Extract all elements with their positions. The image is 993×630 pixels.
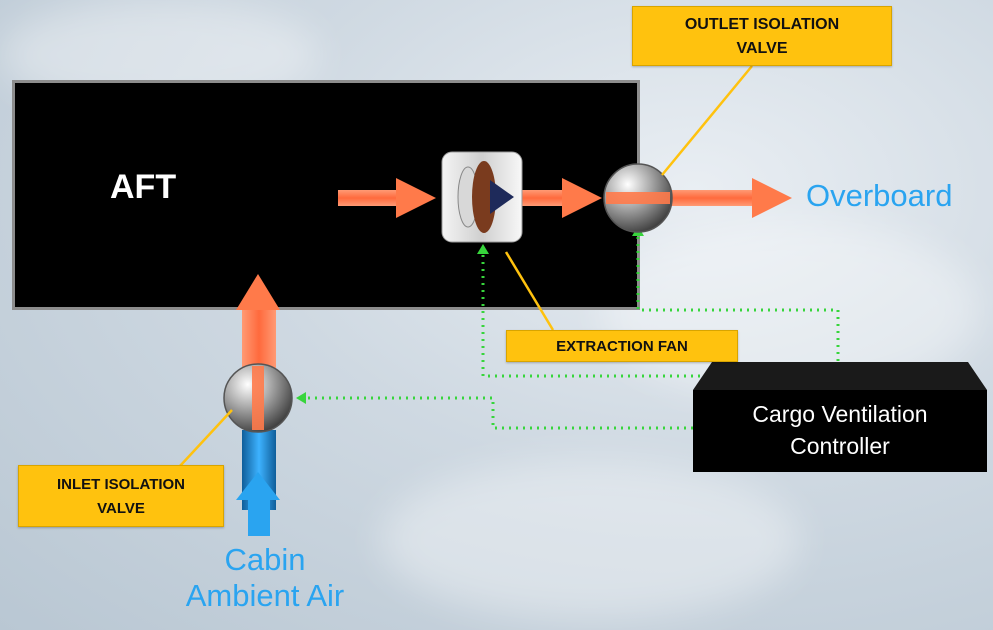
controller-label-line1: Cargo Ventilation [752, 401, 928, 427]
signal-line-inlet-valve [300, 396, 693, 430]
background-cloud [380, 460, 800, 620]
extraction-fan [441, 151, 523, 243]
overboard-label: Overboard [806, 178, 953, 213]
inlet-airflow-arrow [236, 274, 280, 536]
signal-arrowhead-inlet [296, 392, 306, 404]
cabin-label-line1: Cabin [224, 542, 306, 577]
outlet-isolation-valve [603, 163, 673, 233]
cargo-ventilation-controller: Cargo Ventilation Controller [693, 390, 987, 472]
fan-blade-icon [472, 161, 496, 233]
fan-direction-icon [490, 180, 514, 214]
outlet-label-line1: OUTLET ISOLATION [684, 16, 840, 33]
cabin-ambient-air-label: Cabin Ambient Air [170, 542, 360, 614]
controller-label-line2: Controller [790, 433, 890, 459]
outlet-label-line2: VALVE [736, 40, 788, 57]
extraction-fan-label: EXTRACTION FAN [506, 330, 738, 362]
signal-arrowhead-fan [477, 244, 489, 254]
inlet-label-line2: VALVE [97, 500, 145, 517]
inlet-isolation-valve [223, 363, 293, 433]
extract-airflow-arrow [338, 178, 792, 218]
callout-leaders [179, 65, 753, 467]
control-signal-lines [300, 230, 840, 430]
inlet-label-line1: INLET ISOLATION [56, 476, 186, 493]
outlet-isolation-valve-label: OUTLET ISOLATION VALVE [632, 6, 892, 66]
compartment-label: AFT [110, 168, 177, 206]
inlet-isolation-valve-label: INLET ISOLATION VALVE [18, 465, 224, 527]
signal-line-extraction-fan [481, 248, 700, 378]
cabin-label-line2: Ambient Air [185, 578, 345, 613]
controller-top-face [693, 362, 987, 390]
